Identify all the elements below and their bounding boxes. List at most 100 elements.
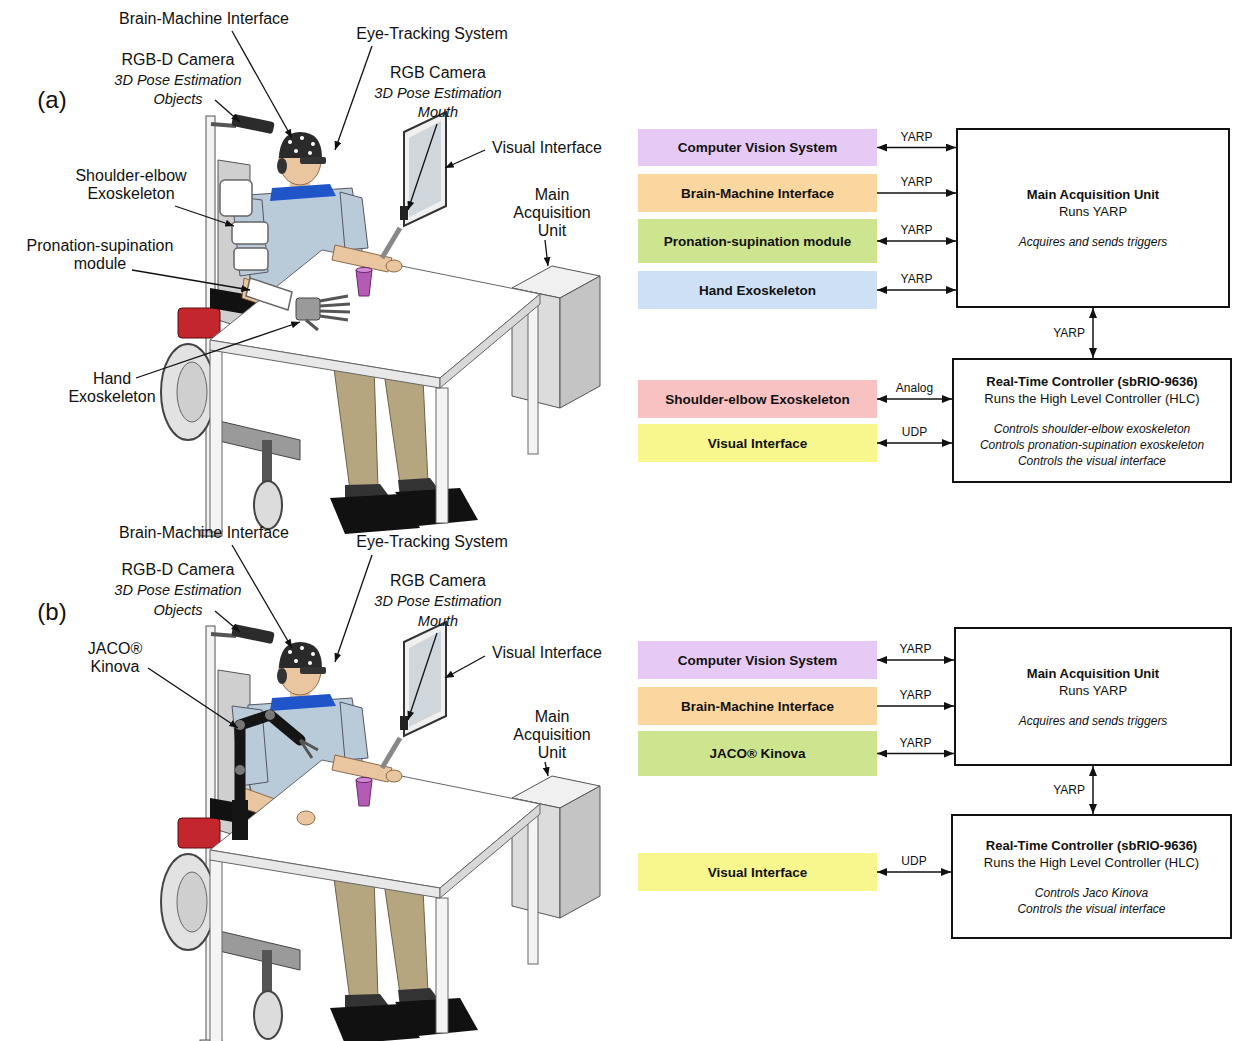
leader-line: [545, 762, 548, 776]
leader-line: [136, 322, 300, 378]
scene-b: [235, 720, 245, 730]
callout-label: Eye-Tracking System: [332, 25, 532, 43]
connector-label: YARP: [1051, 326, 1087, 340]
callout-label: RGB Camera: [363, 572, 513, 590]
leader-line: [335, 46, 372, 150]
leader-line: [148, 668, 238, 728]
scene-b: [240, 715, 300, 810]
box-title: Main Acquisition Unit: [1027, 665, 1159, 682]
controller-box: Real-Time Controller (sbRIO-9636)Runs th…: [951, 814, 1232, 939]
callout-label: Mouth: [378, 612, 498, 630]
connector-label: YARP: [899, 130, 935, 144]
callout-label: Objects: [118, 601, 238, 619]
scene-b: [161, 622, 600, 1041]
box-note: Controls Jaco Kinova: [1035, 885, 1148, 901]
connector-label: YARP: [1051, 783, 1087, 797]
box-title: JACO® Kinova: [709, 745, 805, 762]
callout-label: Mouth: [378, 103, 498, 121]
connector: [877, 398, 952, 400]
leader-line: [408, 124, 437, 210]
callout-label: Main Acquisition Unit: [502, 708, 602, 762]
connector: [877, 442, 952, 444]
box-title: Brain-Machine Interface: [681, 698, 834, 715]
connector: [877, 147, 956, 149]
connector: [1092, 766, 1094, 814]
box-title: Real-Time Controller (sbRIO-9636): [986, 837, 1197, 854]
arm-exoskeleton: [234, 248, 268, 270]
connector-label: Analog: [894, 381, 935, 395]
box-title: Brain-Machine Interface: [681, 185, 834, 202]
box-note: Acquires and sends triggers: [1019, 713, 1168, 729]
leader-line: [215, 100, 240, 122]
box-title: Real-Time Controller (sbRIO-9636): [986, 373, 1197, 390]
box-title: Computer Vision System: [678, 139, 838, 156]
box-note: Controls the visual interface: [1018, 453, 1166, 469]
callout-label: RGB-D Camera: [108, 561, 248, 579]
connector-label: UDP: [900, 425, 929, 439]
connector-label: YARP: [899, 272, 935, 286]
component-box: Brain-Machine Interface: [638, 687, 877, 725]
arm-exoskeleton: [232, 222, 268, 244]
arm-exoskeleton: [220, 180, 350, 330]
connector-label: YARP: [899, 223, 935, 237]
box-note: Acquires and sends triggers: [1019, 234, 1168, 250]
callout-label: 3D Pose Estimation: [353, 84, 523, 102]
scene-a: [161, 112, 600, 536]
connector: [877, 289, 956, 291]
scene-b: [235, 765, 245, 775]
component-box: Computer Vision System: [638, 129, 877, 166]
callout-label: 3D Pose Estimation: [93, 71, 263, 89]
callout-label: Visual Interface: [472, 644, 622, 662]
box-note: Controls the visual interface: [1017, 901, 1165, 917]
callout-label: Brain-Machine Interface: [94, 10, 314, 28]
controller-box: Main Acquisition UnitRuns YARP Acquires a…: [956, 128, 1230, 308]
connector: [877, 871, 951, 873]
callout-label: RGB-D Camera: [108, 51, 248, 69]
box-subtitle: Runs YARP: [1059, 682, 1127, 699]
scene-b: [265, 710, 275, 720]
leader-line: [132, 270, 250, 290]
box-subtitle: Runs YARP: [1059, 203, 1127, 220]
controller-box: Main Acquisition UnitRuns YARP Acquires a…: [954, 627, 1232, 766]
connector-label: YARP: [898, 688, 934, 702]
connector: [877, 659, 954, 661]
callout-label: Eye-Tracking System: [332, 533, 532, 551]
connector-label: YARP: [899, 175, 935, 189]
leader-line: [445, 150, 485, 168]
box-title: Main Acquisition Unit: [1027, 186, 1159, 203]
component-box: Visual Interface: [638, 424, 877, 462]
connector-label: YARP: [898, 642, 934, 656]
callout-label: Brain-Machine Interface: [94, 524, 314, 542]
callout-label: Pronation-supination module: [5, 237, 195, 273]
callout-label: 3D Pose Estimation: [93, 581, 263, 599]
leader-line: [545, 240, 548, 266]
box-subtitle: Runs the High Level Controller (HLC): [984, 854, 1199, 871]
component-box: Brain-Machine Interface: [638, 174, 877, 212]
box-subtitle: Runs the High Level Controller (HLC): [984, 390, 1199, 407]
panel-letter: (a): [22, 86, 82, 114]
callout-label: Visual Interface: [472, 139, 622, 157]
arm-exoskeleton: [296, 298, 320, 320]
connector: [877, 192, 956, 194]
component-box: Hand Exoskeleton: [638, 271, 877, 309]
scene-b: [297, 811, 315, 825]
box-title: Computer Vision System: [678, 652, 838, 669]
leader-line: [175, 206, 234, 226]
leader-line: [408, 633, 437, 720]
leader-line: [335, 555, 372, 662]
scene-b: [300, 740, 318, 758]
connector-label: UDP: [899, 854, 928, 868]
callout-label: 3D Pose Estimation: [353, 592, 523, 610]
callout-label: RGB Camera: [363, 64, 513, 82]
connector-label: YARP: [898, 736, 934, 750]
callout-label: Hand Exoskeleton: [62, 370, 162, 406]
box-note: Controls shoulder-elbow exoskeleton: [994, 421, 1191, 437]
connector: [1092, 308, 1094, 358]
box-title: Visual Interface: [708, 435, 808, 452]
panel-letter: (b): [22, 598, 82, 626]
component-box: JACO® Kinova: [638, 731, 877, 776]
arm-exoskeleton: [220, 180, 252, 216]
component-box: Pronation-supination module: [638, 219, 877, 263]
